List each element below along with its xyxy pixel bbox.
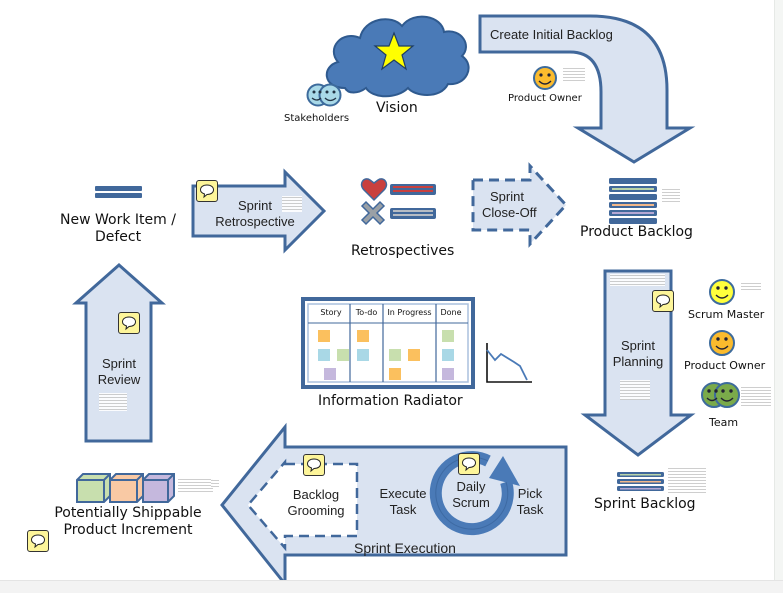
execute-task-label[interactable]: Execute Task xyxy=(379,486,427,517)
team-icon xyxy=(701,382,740,408)
comment-note-icon[interactable] xyxy=(196,180,218,202)
vertical-scrollbar[interactable] xyxy=(774,0,783,593)
description-snippet xyxy=(99,393,127,411)
vision-cloud-icon xyxy=(325,15,470,98)
product-backlog-label[interactable]: Product Backlog xyxy=(580,224,693,240)
product-owner-icon xyxy=(709,330,735,356)
information-radiator-board xyxy=(301,297,475,389)
retrospectives-label[interactable]: Retrospectives xyxy=(351,243,455,259)
product-owner-label: Product Owner xyxy=(508,93,582,104)
comment-note-icon[interactable] xyxy=(118,312,140,334)
board-column-todo: To-do xyxy=(355,308,378,317)
sprint-planning-label[interactable]: Sprint Planning xyxy=(612,338,664,369)
new-work-item-label[interactable]: New Work Item / Defect xyxy=(60,212,176,245)
sprint-close-off-arrow xyxy=(471,162,569,248)
sprint-backlog-icon xyxy=(617,472,664,491)
sprint-execution-label[interactable]: Sprint Execution xyxy=(354,540,456,556)
potentially-shippable-label[interactable]: Potentially Shippable Product Increment xyxy=(54,505,202,538)
board-column-done: Done xyxy=(440,308,462,317)
create-initial-backlog-label[interactable]: Create Initial Backlog xyxy=(490,27,613,42)
star-icon xyxy=(373,31,415,71)
comment-note-icon[interactable] xyxy=(458,453,480,475)
description-snippet xyxy=(620,380,650,400)
sprint-review-label[interactable]: Sprint Review xyxy=(97,356,141,387)
stakeholders-icon xyxy=(306,83,342,107)
product-increment-icon xyxy=(76,473,175,503)
stakeholders-label: Stakeholders xyxy=(284,113,350,124)
description-snippet xyxy=(741,386,771,406)
sprint-close-off-label[interactable]: Sprint Close-Off xyxy=(482,189,537,220)
retrospectives-icon xyxy=(360,178,436,226)
board-column-in-progress: In Progress xyxy=(387,308,432,317)
board-column-story: Story xyxy=(320,308,342,317)
product-backlog-icon xyxy=(609,178,657,224)
daily-scrum-label[interactable]: Daily Scrum xyxy=(452,479,490,510)
comment-note-icon[interactable] xyxy=(652,290,674,312)
comment-note-icon[interactable] xyxy=(27,530,49,552)
new-work-item-icon xyxy=(95,186,142,198)
pick-task-label[interactable]: Pick Task xyxy=(516,486,544,517)
information-radiator-label[interactable]: Information Radiator xyxy=(318,393,463,409)
comment-note-icon[interactable] xyxy=(303,454,325,476)
description-snippet xyxy=(282,196,302,212)
vision-label: Vision xyxy=(376,100,418,116)
backlog-grooming-label[interactable]: Backlog Grooming xyxy=(287,487,345,518)
product-owner-icon xyxy=(533,66,557,90)
scrum-master-label: Scrum Master xyxy=(688,308,765,321)
sprint-retrospective-arrow xyxy=(191,168,327,254)
burndown-chart-icon xyxy=(486,343,532,383)
description-snippet xyxy=(178,478,213,494)
scrum-master-icon xyxy=(709,279,735,305)
sprint-backlog-label[interactable]: Sprint Backlog xyxy=(594,496,696,512)
sprint-review-arrow xyxy=(72,262,166,443)
sprint-retrospective-label[interactable]: Sprint Retrospective xyxy=(215,198,295,229)
horizontal-scrollbar[interactable] xyxy=(0,580,783,593)
heart-icon xyxy=(360,178,388,202)
product-owner-label: Product Owner xyxy=(684,359,766,372)
x-mark-icon xyxy=(360,200,386,226)
description-snippet xyxy=(211,479,219,487)
description-snippet xyxy=(563,67,585,83)
description-snippet xyxy=(668,467,706,494)
description-snippet xyxy=(662,188,680,204)
team-label: Team xyxy=(709,416,739,429)
create-initial-backlog-arrow xyxy=(478,14,696,164)
description-snippet xyxy=(610,274,665,286)
backlog-grooming-arrow xyxy=(246,458,359,552)
description-snippet xyxy=(741,282,761,292)
